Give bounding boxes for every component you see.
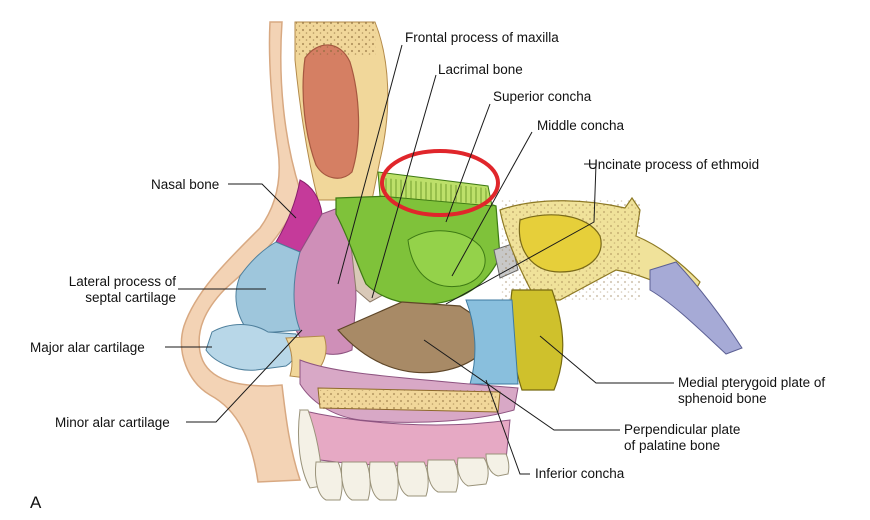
label-superior-concha: Superior concha <box>493 89 592 104</box>
label-lateral-process: Lateral process of septal cartilage <box>50 274 176 306</box>
skin-profile <box>180 21 302 483</box>
highlight-ellipse <box>380 149 500 217</box>
label-lacrimal-bone: Lacrimal bone <box>438 62 523 77</box>
label-nasal-bone: Nasal bone <box>151 177 220 192</box>
lateral-process-cartilage <box>235 241 301 335</box>
label-medial-pterygoid-line2: sphenoid bone <box>678 391 767 406</box>
label-perpendicular-plate: Perpendicular plate of palatine bone <box>624 422 784 454</box>
pterygoid-plate <box>509 289 564 391</box>
label-medial-pterygoid-line1: Medial pterygoid plate of <box>678 375 826 390</box>
leader-lines <box>165 44 674 475</box>
label-uncinate-process: Uncinate process of ethmoid <box>588 157 760 172</box>
label-inferior-concha: Inferior concha <box>535 466 625 481</box>
label-lateral-process-line1: Lateral process of <box>68 274 176 289</box>
label-lateral-process-line2: septal cartilage <box>85 290 176 305</box>
label-middle-concha: Middle concha <box>537 118 625 133</box>
label-medial-pterygoid: Medial pterygoid plate of sphenoid bone <box>678 375 858 407</box>
teeth <box>298 409 510 501</box>
label-perpendicular-plate-line2: of palatine bone <box>624 438 721 453</box>
label-perpendicular-plate-line1: Perpendicular plate <box>624 422 741 437</box>
label-minor-alar-cartilage: Minor alar cartilage <box>55 415 170 430</box>
lateral-pterygoid <box>649 261 743 355</box>
panel-letter: A <box>30 493 42 512</box>
label-major-alar-cartilage: Major alar cartilage <box>30 340 145 355</box>
palatine-plate <box>465 299 519 385</box>
label-frontal-process-of-maxilla: Frontal process of maxilla <box>405 30 559 45</box>
middle-concha-fold <box>407 230 486 288</box>
